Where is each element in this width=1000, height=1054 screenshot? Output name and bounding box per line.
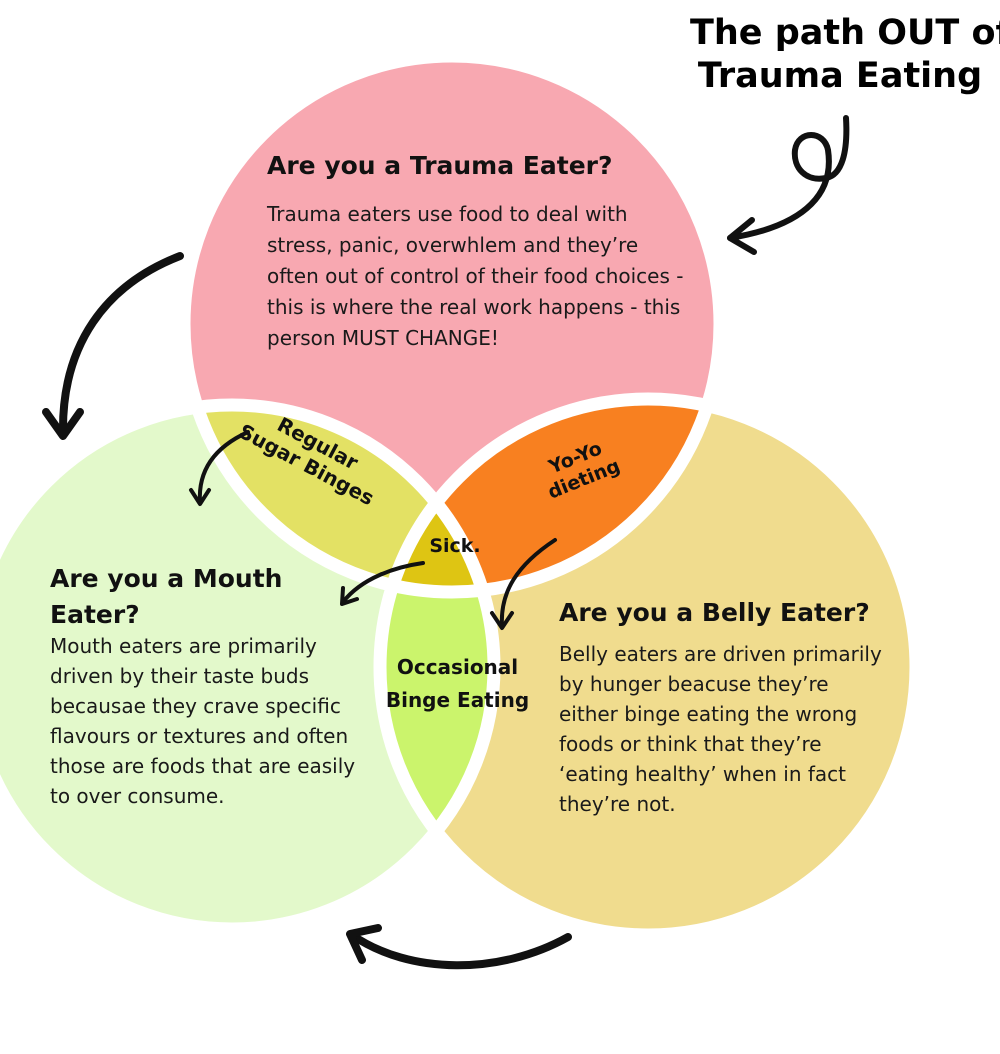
binge-eating-label: Occasional Binge Eating [385, 655, 530, 712]
sugar-binges-arrow [189, 430, 250, 506]
sick-to-mouth-arrow [340, 561, 425, 606]
circle-separators [0, 49, 923, 942]
trauma-eater-heading: Are you a Trauma Eater? [267, 151, 613, 180]
yoyo-dieting-overlap [380, 399, 720, 592]
belly-eater-heading: Are you a Belly Eater? [559, 598, 870, 627]
sugar-binges-overlap [184, 405, 494, 592]
title-line-1: The path OUT of [690, 13, 1000, 53]
trauma-eater-description: Trauma eaters use food to deal with stre… [267, 202, 684, 350]
yoyo-to-binge-arrow [490, 538, 557, 630]
mouth-eater-description: Mouth eaters are primarily driven by the… [50, 634, 356, 808]
belly-eater-description: Belly eaters are driven primarily by hun… [559, 642, 882, 816]
title-line-2: Trauma Eating [697, 55, 983, 96]
trauma-to-mouth-arrow [42, 252, 184, 440]
sick-label: Sick. [429, 535, 481, 557]
diagram-title: The path OUT of Trauma Eating [690, 12, 1000, 97]
mouth-eater-heading: Are you a Mouth Eater? [50, 564, 283, 629]
belly-to-mouth-arrow [346, 924, 572, 970]
title-loop-arrow [727, 115, 850, 255]
